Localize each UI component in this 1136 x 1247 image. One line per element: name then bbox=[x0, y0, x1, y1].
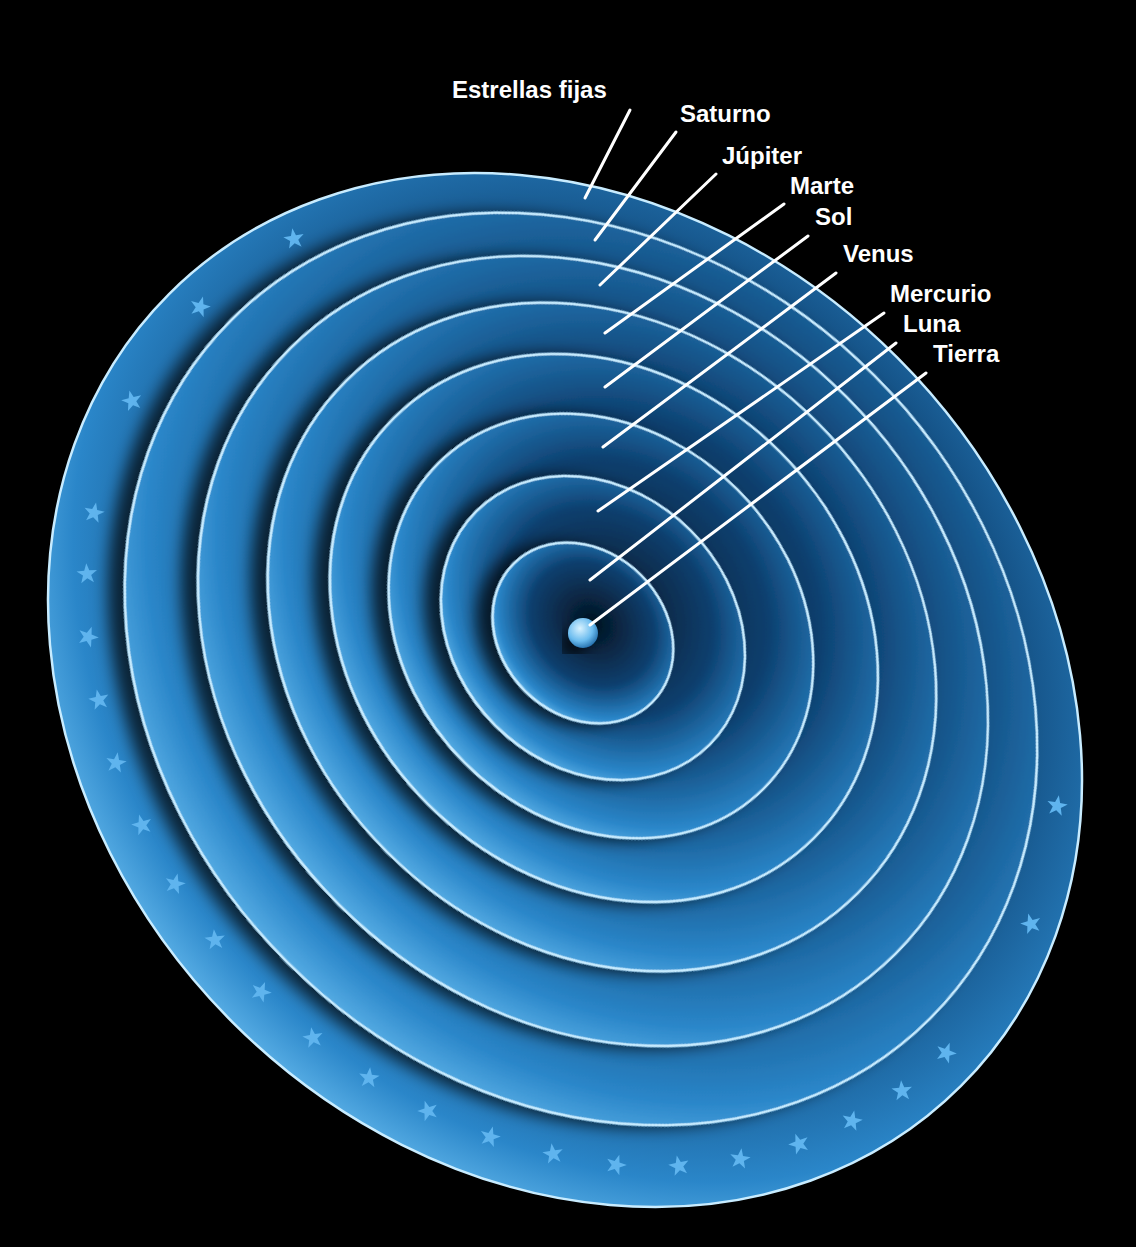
sun-sphere bbox=[218, 242, 990, 1014]
leader-line bbox=[605, 236, 808, 387]
star bbox=[282, 227, 305, 250]
star bbox=[891, 1079, 913, 1100]
star bbox=[82, 500, 106, 523]
leader-line bbox=[600, 174, 716, 285]
star bbox=[729, 1147, 752, 1169]
sphere-label: Tierra bbox=[933, 340, 999, 368]
star bbox=[840, 1108, 864, 1131]
mercury-sphere bbox=[379, 414, 808, 843]
star bbox=[786, 1130, 812, 1155]
leader-lines bbox=[585, 110, 926, 625]
sphere-label: Júpiter bbox=[722, 142, 802, 170]
star bbox=[87, 687, 111, 710]
star bbox=[415, 1098, 441, 1123]
star bbox=[933, 1039, 959, 1064]
star bbox=[248, 978, 274, 1004]
star bbox=[119, 388, 144, 412]
leader-line bbox=[598, 313, 884, 511]
sphere-label: Estrellas fijas bbox=[452, 76, 607, 104]
star bbox=[76, 563, 98, 584]
sphere-label: Marte bbox=[790, 172, 854, 200]
star bbox=[1045, 794, 1069, 817]
star bbox=[667, 1153, 691, 1176]
leader-line bbox=[585, 110, 630, 198]
sphere-label: Saturno bbox=[680, 100, 771, 128]
sphere-label: Mercurio bbox=[890, 280, 991, 308]
leader-line bbox=[590, 343, 896, 580]
saturn-sphere bbox=[0, 26, 1136, 1247]
leader-line bbox=[605, 204, 784, 333]
leader-line bbox=[603, 273, 836, 447]
star bbox=[541, 1142, 564, 1164]
star bbox=[163, 871, 188, 895]
sphere-label: Luna bbox=[903, 310, 960, 338]
moon-sphere bbox=[456, 506, 711, 761]
star bbox=[604, 1152, 630, 1177]
star bbox=[204, 928, 226, 950]
star bbox=[188, 294, 213, 318]
jupiter-sphere bbox=[37, 95, 1136, 1208]
venus-sphere bbox=[302, 327, 900, 925]
sphere-label: Venus bbox=[843, 240, 914, 268]
star bbox=[75, 623, 101, 648]
sphere-label: Sol bbox=[815, 203, 852, 231]
star bbox=[104, 751, 127, 774]
leader-line bbox=[590, 373, 926, 625]
star bbox=[358, 1066, 380, 1088]
star bbox=[301, 1026, 325, 1049]
star bbox=[129, 812, 154, 836]
mars-sphere bbox=[131, 166, 1073, 1108]
star bbox=[478, 1124, 503, 1148]
star bbox=[1018, 911, 1043, 935]
